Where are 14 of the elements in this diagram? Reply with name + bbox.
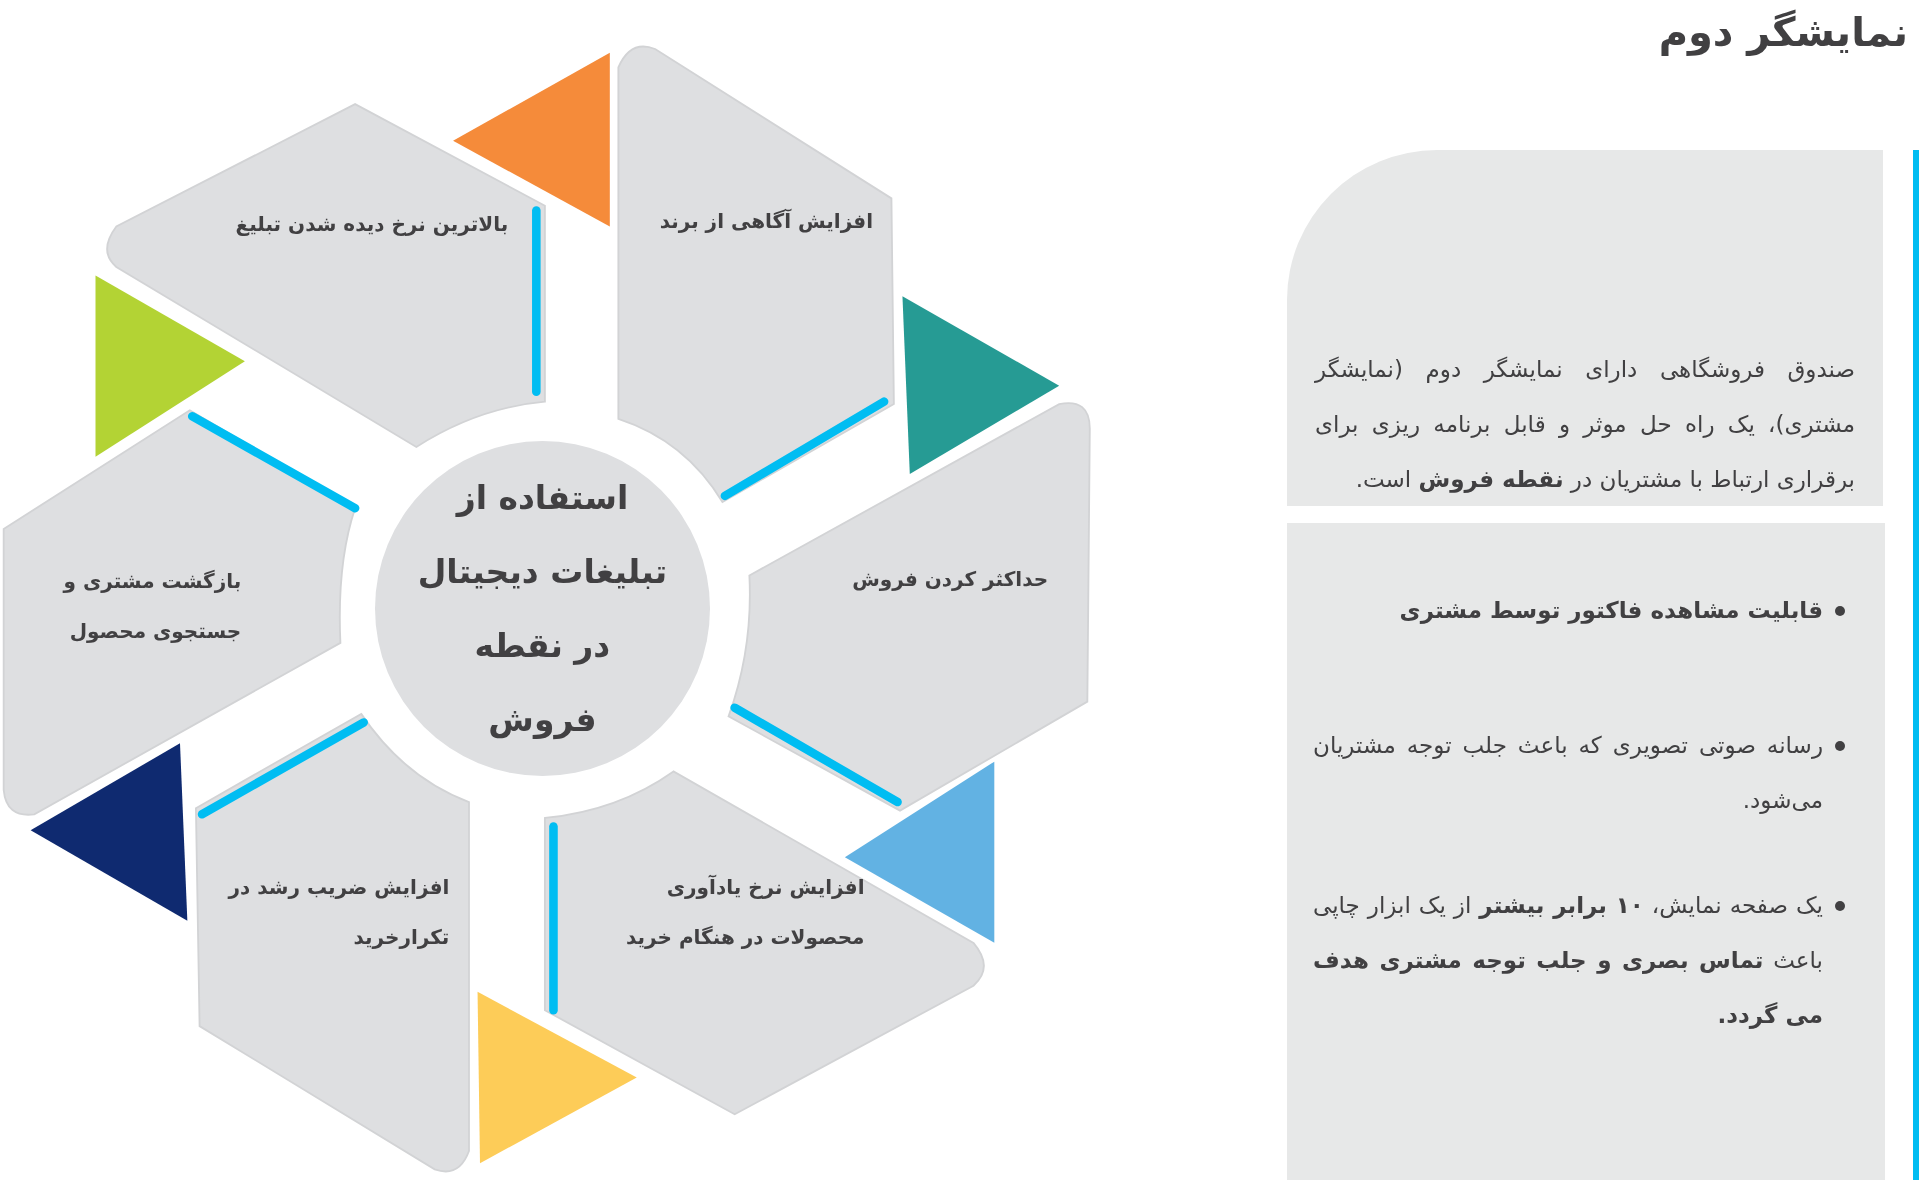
bullet-text: رسانه صوتی تصویری که باعث جلب توجه مشتریان می‌شود.: [1313, 731, 1823, 816]
bullet-text: قابلیت مشاهده فاکتور توسط مشتری: [1398, 596, 1823, 626]
petal-label: افزایش نرخ یادآوری محصولات در هنگام خرید: [625, 874, 865, 952]
center-label: استفاده از تبلیغات دیجیتال در نقطه فروش: [417, 476, 668, 742]
page-title: نمایشگر دوم: [1658, 8, 1908, 58]
petal-label: افزایش ضریب رشد در تکرارخرید: [226, 874, 450, 952]
text-panel: [1287, 523, 1885, 1180]
bullet-text: یک صفحه نمایش، ۱۰ برابر بیشتر از یک ابزار چاپی باعث تماس بصری و جلب توجه مشتری هدف می گردد.: [1313, 891, 1823, 1031]
text-panel: [1287, 150, 1883, 506]
petal-label: بازگشت مشتری و جستجوی محصول: [61, 568, 242, 646]
petal-label: حداکثر کردن فروش: [851, 565, 1049, 593]
description-text: صندوق فروشگاهی دارای نمایشگر دوم (نمایشگر مشتری)، یک راه حل موثر و قابل برنامه ریزی برای برقراری ارتباط با مشتریان در نقطه فروش است.: [1315, 355, 1855, 495]
petal-label: بالاترین نرخ دیده شدن تبلیغ: [234, 210, 509, 238]
petal-label: افزایش آگاهی از برند: [658, 208, 874, 236]
